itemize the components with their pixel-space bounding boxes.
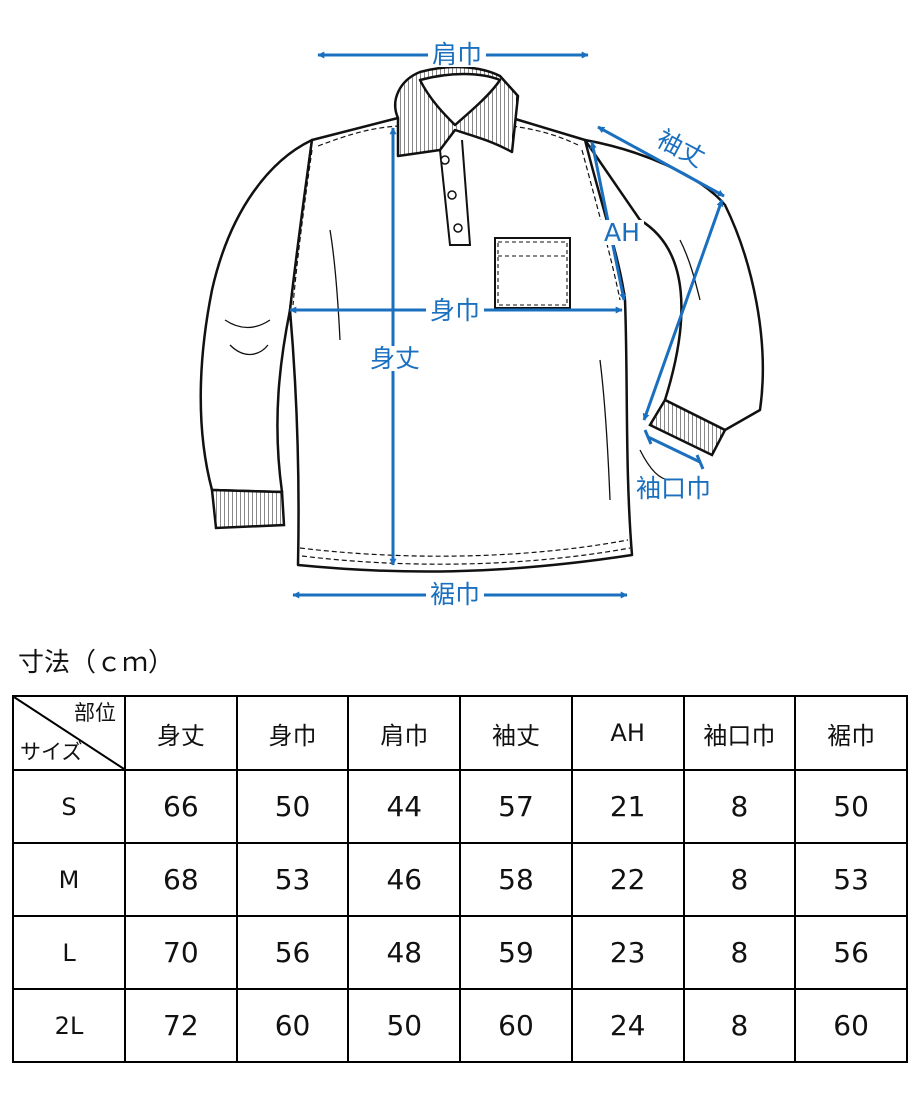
size-cell: S	[12, 769, 126, 844]
value-cell: 8	[682, 842, 797, 917]
table-header-row: 部位 サイズ 身丈 身巾 肩巾 袖丈 AH 袖口巾 裾巾	[12, 695, 908, 771]
corner-part-label: 部位	[74, 701, 116, 725]
value-cell: 8	[682, 915, 797, 990]
sleeve-length-arrow	[597, 125, 725, 198]
value-cell: 8	[682, 769, 797, 844]
table-row: M 68 53 46 58 22 8 53	[12, 842, 908, 917]
shirt-body	[288, 116, 634, 573]
value-cell: 58	[459, 842, 573, 917]
shoulder-width-label: 肩巾	[428, 42, 487, 67]
chest-width-label: 身巾	[426, 298, 485, 323]
header-cell: 裾巾	[794, 695, 908, 771]
body-length-label: 身丈	[366, 346, 425, 371]
value-cell: 59	[459, 915, 573, 990]
table-row: L 70 56 48 59 23 8 56	[12, 915, 908, 990]
value-cell: 56	[794, 915, 908, 990]
header-cell: AH	[570, 695, 685, 771]
value-cell: 50	[347, 988, 462, 1063]
armhole-label: AH	[600, 220, 644, 245]
value-cell: 48	[347, 915, 462, 990]
size-table: 部位 サイズ 身丈 身巾 肩巾 袖丈 AH 袖口巾 裾巾 S 66 50 44 …	[12, 695, 908, 1063]
units-label: 寸法（ｃｍ）	[18, 648, 175, 678]
value-cell: 21	[570, 769, 685, 844]
size-cell: M	[12, 842, 126, 917]
left-sleeve	[199, 138, 314, 494]
corner-header-cell: 部位 サイズ	[12, 695, 126, 771]
value-cell: 60	[794, 988, 908, 1063]
corner-size-label: サイズ	[20, 740, 83, 764]
size-cell: L	[12, 915, 126, 990]
header-cell: 袖口巾	[682, 695, 797, 771]
value-cell: 46	[347, 842, 462, 917]
value-cell: 22	[570, 842, 685, 917]
polo-shirt-illustration	[199, 51, 765, 599]
hem-width-label: 裾巾	[426, 582, 485, 607]
corner-diagonal-line	[14, 697, 124, 769]
sleeve-length-arrow-2	[642, 199, 724, 421]
value-cell: 56	[235, 915, 350, 990]
cuff-width-label: 袖口巾	[636, 474, 712, 503]
header-cell: 袖丈	[459, 695, 573, 771]
value-cell: 50	[235, 769, 350, 844]
value-cell: 8	[682, 988, 797, 1063]
value-cell: 66	[124, 769, 238, 844]
value-cell: 68	[124, 842, 238, 917]
header-cell: 肩巾	[347, 695, 462, 771]
shirt-measurement-diagram: 肩巾 袖丈 AH 身巾 身丈 袖口巾 裾巾	[199, 42, 765, 607]
value-cell: 72	[124, 988, 238, 1063]
value-cell: 60	[235, 988, 350, 1063]
value-cell: 44	[347, 769, 462, 844]
cuff-width-line	[647, 435, 701, 464]
table-row: 2L 72 60 50 60 24 8 60	[12, 988, 908, 1063]
header-cell: 身丈	[124, 695, 238, 771]
value-cell: 53	[235, 842, 350, 917]
table-row: S 66 50 44 57 21 8 50	[12, 769, 908, 844]
value-cell: 24	[570, 988, 685, 1063]
value-cell: 60	[459, 988, 573, 1063]
value-cell: 23	[570, 915, 685, 990]
header-cell: 身巾	[235, 695, 350, 771]
size-cell: 2L	[12, 988, 126, 1063]
value-cell: 53	[794, 842, 908, 917]
value-cell: 50	[794, 769, 908, 844]
value-cell: 57	[459, 769, 573, 844]
value-cell: 70	[124, 915, 238, 990]
